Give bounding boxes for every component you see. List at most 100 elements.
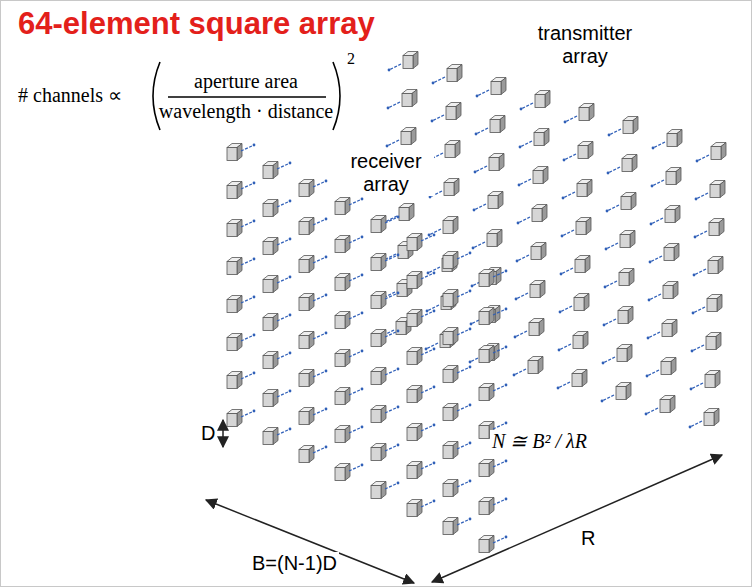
antenna-element (407, 348, 435, 365)
beam-tip (325, 294, 328, 297)
cube-front (403, 56, 413, 69)
cube-side (309, 332, 314, 349)
beam-tip (558, 349, 561, 352)
antenna-element (561, 218, 591, 238)
antenna-element (479, 270, 507, 287)
beam-line (349, 199, 362, 205)
cube-side (412, 90, 417, 107)
cube-side (540, 281, 545, 298)
beam-tip (289, 238, 292, 241)
beam-line (651, 218, 663, 224)
beam-tip (325, 256, 328, 259)
beam-line (241, 221, 254, 227)
cube-side (381, 254, 386, 271)
cube-front (227, 262, 237, 275)
antenna-element (425, 331, 455, 351)
antenna-element (604, 269, 634, 289)
antenna-element (692, 295, 722, 315)
beam-tip (253, 296, 256, 299)
cube-side (237, 296, 242, 313)
cube-side (588, 142, 593, 159)
cube-side (454, 179, 459, 196)
cube-side (630, 231, 635, 248)
beam-tip (289, 390, 292, 393)
cube-front (407, 352, 417, 365)
beam-line (519, 179, 531, 185)
antenna-element (227, 296, 255, 313)
beam-line (387, 140, 399, 146)
cube-front (397, 284, 407, 297)
antenna-element (517, 205, 547, 225)
beam-tip (433, 272, 436, 275)
cube-side (496, 268, 501, 285)
beam-tip (289, 314, 292, 317)
cube-front (227, 186, 237, 199)
formula-numerator: aperture area (194, 70, 298, 93)
beam-tip (505, 346, 508, 349)
cube-side (582, 370, 587, 387)
beam-tip (289, 162, 292, 165)
cube-front (407, 466, 417, 479)
beam-line (349, 427, 362, 433)
beam-tip (474, 171, 477, 174)
d-arrow (222, 420, 224, 447)
cube-front (479, 464, 489, 477)
beam-tip (361, 388, 364, 391)
beam-line (421, 349, 434, 355)
antenna-element (469, 344, 499, 364)
antenna-element (387, 90, 417, 110)
antenna-element (432, 65, 462, 85)
cube-side (381, 406, 386, 423)
cube-front (371, 258, 381, 271)
beam-line (277, 163, 290, 169)
antenna-element (227, 372, 255, 389)
beam-tip (648, 299, 651, 302)
cube-front (661, 362, 671, 375)
cube-front (371, 334, 381, 347)
cube-front (479, 426, 489, 439)
beam-tip (433, 234, 436, 237)
beam-tip (608, 134, 611, 137)
cube-side (453, 480, 458, 497)
beam-tip (476, 95, 479, 98)
cube-side (497, 230, 502, 247)
r-arrow (432, 455, 722, 582)
cube-front (401, 132, 411, 145)
cube-front (479, 388, 489, 401)
antenna-element (407, 500, 435, 517)
beam-tip (645, 413, 648, 416)
cube-front (662, 324, 672, 337)
beam-tip (473, 209, 476, 212)
cube-front (263, 166, 273, 179)
antenna-element (652, 130, 682, 150)
cube-side (489, 384, 494, 401)
cube-front (533, 171, 543, 184)
cube-front (371, 486, 381, 499)
cube-side (589, 104, 594, 121)
antenna-element (651, 168, 681, 188)
antenna-element (371, 482, 399, 499)
beam-line (349, 465, 362, 471)
antenna-element (479, 308, 507, 325)
cube-front (709, 223, 719, 236)
cube-front (263, 280, 273, 293)
beam-line (565, 116, 577, 122)
beam-tip (695, 198, 698, 201)
cube-front (621, 197, 631, 210)
cube-side (453, 290, 458, 307)
dimension-label: R (579, 527, 597, 550)
beam-tip (428, 234, 431, 237)
beam-tip (514, 336, 517, 339)
antenna-element (607, 155, 637, 175)
beam-tip (253, 410, 256, 413)
cube-side (345, 274, 350, 291)
beam-line (564, 154, 576, 160)
beam-tip (433, 462, 436, 465)
cube-front (299, 260, 309, 273)
cube-side (237, 182, 242, 199)
beam-line (421, 235, 434, 241)
beam-line (433, 77, 445, 83)
beam-line (606, 243, 618, 249)
beam-line (241, 145, 254, 151)
cube-side (309, 180, 314, 197)
